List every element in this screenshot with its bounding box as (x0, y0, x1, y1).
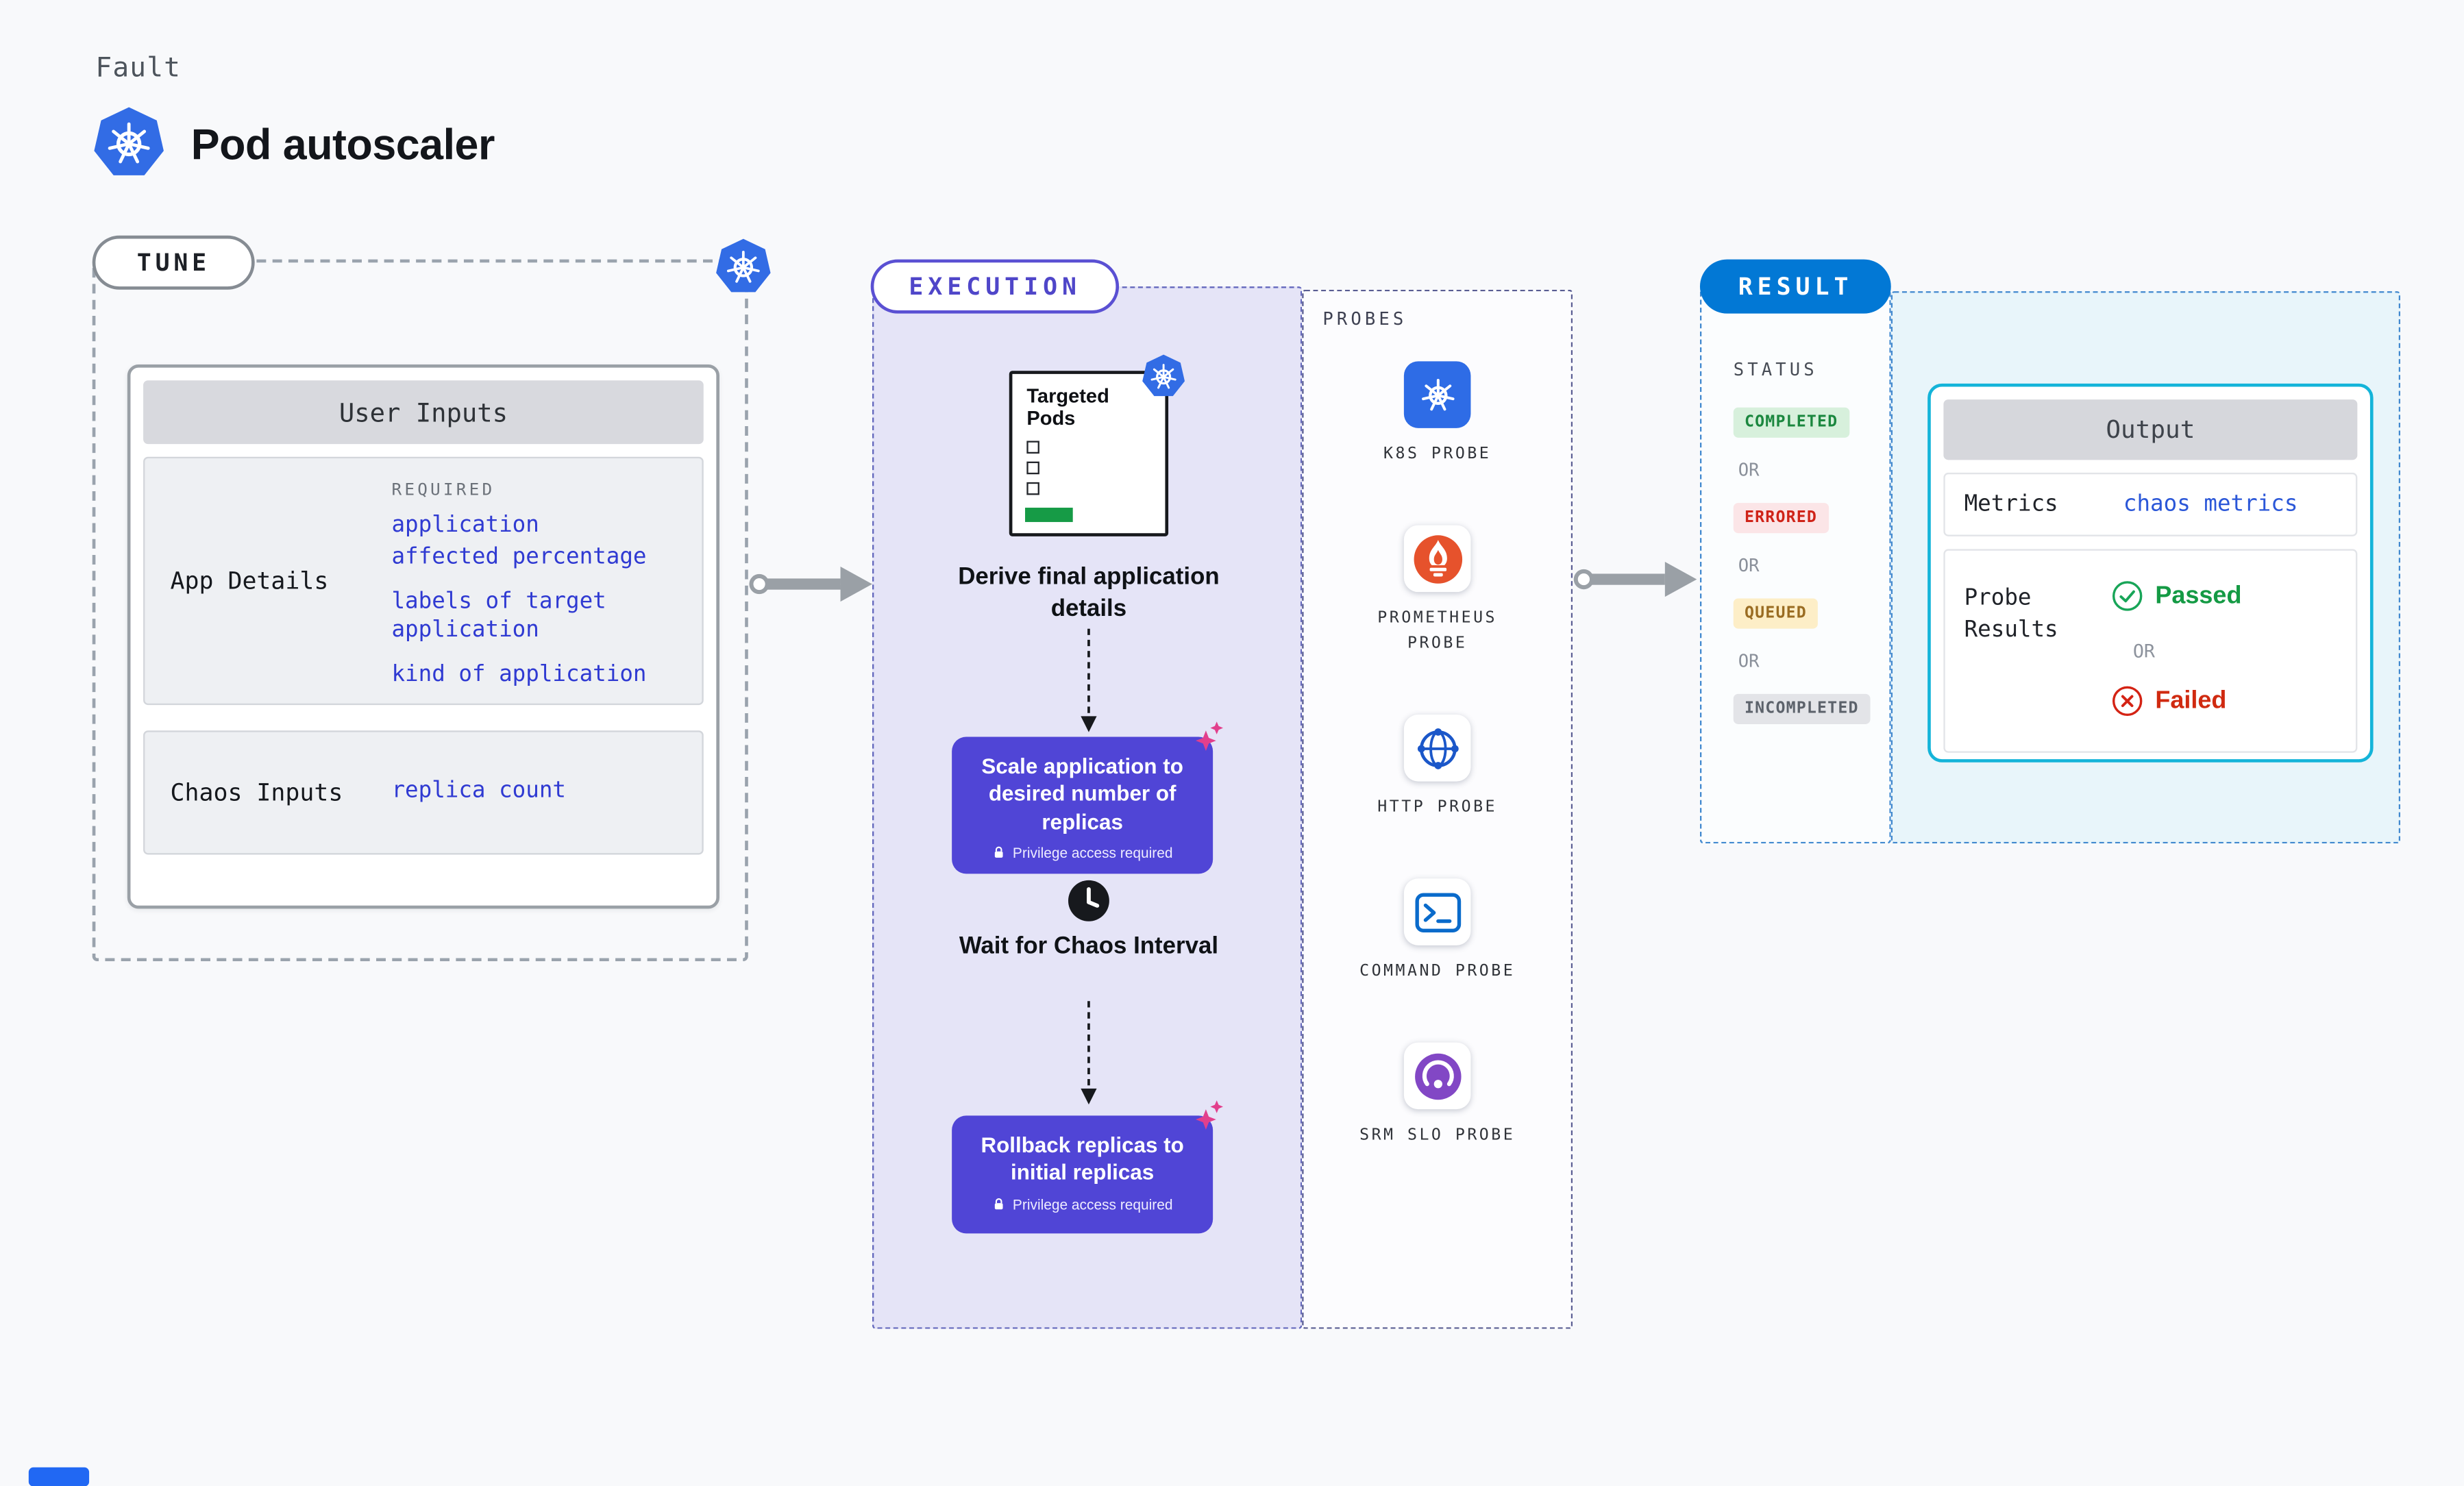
status-label: STATUS (1733, 359, 1818, 381)
result-status-box: STATUS COMPLETED OR ERRORED OR QUEUED OR… (1699, 288, 1891, 844)
text-lines (1049, 482, 1151, 483)
privilege-note-text: Privilege access required (1012, 845, 1173, 861)
user-inputs-card: User Inputs App Details REQUIRED applica… (127, 364, 719, 909)
or-separator: OR (1738, 651, 1760, 672)
or-separator: OR (2132, 639, 2156, 662)
user-inputs-header: User Inputs (143, 380, 704, 445)
kubernetes-icon (1403, 361, 1471, 428)
rollback-step-label: Rollback replicas to initial replicas (981, 1132, 1184, 1185)
metrics-label: Metrics (1964, 491, 2058, 517)
probe-name: PROMETHEUS PROBE (1377, 609, 1498, 653)
pod-list-item (1026, 482, 1150, 495)
probe-results-label: Probe Results (1964, 585, 2058, 644)
flow-arrow-execution-to-result (1573, 562, 1697, 597)
pod-list-item (1026, 461, 1150, 474)
failed-label: Failed (2155, 686, 2227, 714)
status-badge-incompleted: INCOMPLETED (1733, 693, 1870, 724)
probe-name: K8S PROBE (1383, 445, 1492, 463)
probe-results-row: Probe Results Passed OR Failed (1943, 549, 2358, 753)
app-details-label: App Details (170, 566, 329, 595)
fault-kicker: Fault (95, 52, 182, 85)
probe-item-k8s: K8S PROBE (1342, 361, 1533, 468)
execution-label: EXECUTION (870, 259, 1120, 314)
metrics-row: Metrics chaos metrics (1943, 472, 2358, 536)
kubernetes-icon (1142, 354, 1186, 398)
probe-name: COMMAND PROBE (1359, 963, 1516, 980)
failed-result: Failed (2110, 684, 2226, 718)
output-card: Output Metrics chaos metrics Probe Resul… (1927, 383, 2374, 763)
prometheus-icon (1403, 525, 1471, 593)
passed-result: Passed (2110, 580, 2241, 613)
page-title: Pod autoscaler (190, 121, 495, 169)
check-circle-icon (2110, 580, 2144, 613)
required-label: REQUIRED (391, 480, 495, 500)
link-affected-percentage[interactable]: affected percentage (391, 545, 647, 571)
kubernetes-icon (93, 105, 166, 186)
checkbox-icon (1026, 461, 1039, 474)
scale-step-label: Scale application to desired number of r… (981, 754, 1183, 834)
chaos-inputs-label: Chaos Inputs (170, 778, 343, 807)
derive-step-label: Derive final application details (958, 563, 1220, 622)
status-badge-queued: QUEUED (1733, 598, 1819, 629)
probe-item-http: HTTP PROBE (1342, 715, 1533, 821)
output-header: Output (1943, 399, 2358, 460)
or-separator: OR (1738, 460, 1760, 481)
pod-list-item (1026, 440, 1151, 454)
privilege-note: Privilege access required (965, 1196, 1200, 1212)
terminal-icon (1403, 878, 1471, 945)
status-badge-completed: COMPLETED (1733, 407, 1849, 438)
probe-name: SRM SLO PROBE (1359, 1126, 1516, 1145)
flow-arrow-tune-to-execution (749, 566, 873, 602)
clock-icon (1066, 878, 1111, 923)
probe-item-srm-slo: SRM SLO PROBE (1342, 1042, 1533, 1150)
status-badge-errored: ERRORED (1733, 503, 1829, 534)
targeted-pods-title: Targeted Pods (1026, 385, 1109, 431)
link-kind-of-application[interactable]: kind of application (391, 662, 647, 688)
text-lines (1049, 441, 1151, 442)
link-labels-of-target-application[interactable]: labels of target application (391, 589, 606, 644)
checkbox-icon (1026, 482, 1039, 495)
probe-name: HTTP PROBE (1377, 799, 1498, 817)
srm-slo-icon (1403, 1042, 1471, 1110)
lock-icon (992, 845, 1007, 860)
probes-section: PROBES K8S PROBE PROMETHEUS PROBE HTTP P… (1302, 289, 1573, 1329)
cropped-blue-element (28, 1467, 90, 1486)
app-details-links: REQUIRED application affected percentage… (391, 481, 687, 693)
execution-section: EXECUTION Targeted Pods Derive final app… (870, 259, 1303, 1329)
checkbox-icon (1026, 440, 1039, 454)
kubernetes-icon (715, 237, 772, 295)
sparkle-icon (1194, 721, 1225, 752)
lock-icon (992, 1197, 1007, 1211)
result-label: RESULT (1699, 259, 1892, 314)
or-separator: OR (1738, 555, 1760, 576)
link-chaos-metrics[interactable]: chaos metrics (2123, 491, 2298, 517)
rollback-step-card: Rollback replicas to initial replicas Pr… (952, 1115, 1213, 1234)
scale-step-card: Scale application to desired number of r… (952, 737, 1213, 874)
globe-icon (1403, 715, 1471, 782)
dashed-connector-arrow (1081, 628, 1097, 732)
result-output-region: Output Metrics chaos metrics Probe Resul… (1890, 291, 2401, 844)
app-details-row: App Details REQUIRED application affecte… (143, 456, 704, 706)
tune-label: TUNE (92, 235, 255, 290)
link-application[interactable]: application (391, 512, 539, 538)
progress-bar (1025, 508, 1073, 522)
targeted-pods-widget: Targeted Pods (1009, 371, 1168, 536)
privilege-note: Privilege access required (965, 845, 1200, 860)
probe-item-prometheus: PROMETHEUS PROBE (1342, 525, 1533, 658)
page-header: Pod autoscaler (93, 105, 495, 186)
wait-step-label: Wait for Chaos Interval (959, 932, 1219, 960)
link-replica-count[interactable]: replica count (391, 778, 567, 804)
tune-section: TUNE User Inputs App Details REQUIRED ap… (92, 260, 748, 962)
x-circle-icon (2110, 684, 2144, 718)
dashed-connector-arrow (1081, 1001, 1097, 1105)
passed-label: Passed (2155, 582, 2242, 609)
text-lines (1049, 461, 1151, 462)
chaos-inputs-row: Chaos Inputs replica count (143, 730, 704, 855)
privilege-note-text: Privilege access required (1012, 1196, 1173, 1213)
sparkle-icon (1194, 1100, 1225, 1131)
probe-item-command: COMMAND PROBE (1342, 878, 1533, 985)
probes-label: PROBES (1322, 308, 1407, 330)
